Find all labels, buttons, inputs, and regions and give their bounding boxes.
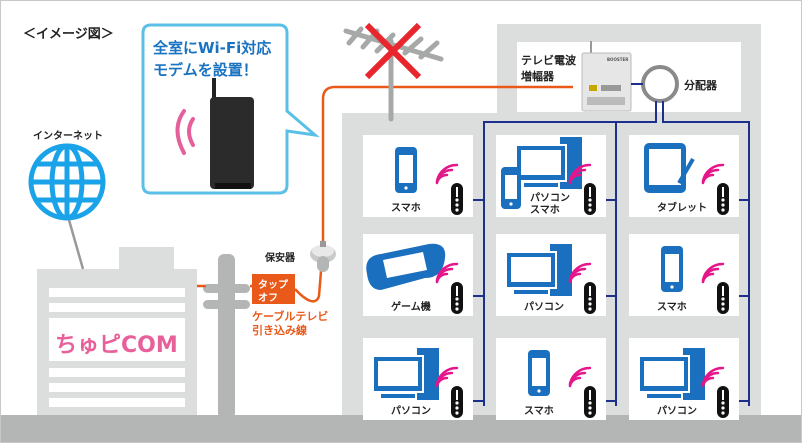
diagram-title: ＜イメージ図＞ bbox=[23, 27, 114, 42]
pc-icon bbox=[505, 244, 572, 296]
room-2-label: パソコン bbox=[530, 193, 570, 204]
provider-sign bbox=[49, 318, 185, 361]
antenna-icon bbox=[343, 26, 444, 122]
callout-line-2: モデムを設置！ bbox=[153, 61, 258, 79]
room-4 bbox=[363, 234, 473, 316]
room-2 bbox=[496, 135, 606, 217]
room-7-label: パソコン bbox=[391, 406, 431, 417]
modem-icon bbox=[210, 78, 254, 189]
amplifier-label-line-1: テレビ電波 bbox=[521, 54, 576, 67]
provider-building-top bbox=[119, 247, 174, 272]
splitter-label: 分配器 bbox=[684, 79, 717, 92]
tap-off-line-2: オフ bbox=[258, 293, 278, 304]
antenna-cross-icon bbox=[364, 22, 422, 80]
modem-wifi-icon bbox=[175, 109, 195, 155]
amplifier-device bbox=[581, 41, 632, 112]
cable-label-line-2: 引き込み線 bbox=[252, 324, 307, 337]
wifi-signal-icon bbox=[435, 262, 459, 284]
tablet-icon bbox=[644, 143, 695, 193]
room-5-label: パソコン bbox=[524, 302, 564, 313]
tap-off-box bbox=[252, 274, 295, 304]
room-8 bbox=[496, 338, 606, 420]
wifi-signal-icon bbox=[435, 163, 459, 185]
wall-socket-icon bbox=[451, 386, 463, 418]
callout-line-1: 全室にWi-Fi対応 bbox=[153, 39, 272, 57]
wifi-signal-icon bbox=[701, 366, 725, 388]
pc-icon bbox=[638, 348, 705, 400]
pc-icon bbox=[372, 348, 439, 400]
internet-globe-icon bbox=[28, 143, 106, 221]
room-9 bbox=[629, 338, 739, 420]
wall-socket-icon bbox=[451, 183, 463, 215]
wifi-signal-icon bbox=[568, 262, 592, 284]
protector-icon bbox=[310, 241, 336, 272]
wifi-signal-icon bbox=[701, 163, 725, 185]
pole-crossarm-1 bbox=[203, 284, 250, 293]
room-8-label: スマホ bbox=[524, 406, 554, 417]
room-3-label: タブレット bbox=[657, 203, 707, 214]
amplifier-device-text: BOOSTER bbox=[607, 57, 629, 62]
room-2-label: スマホ bbox=[530, 205, 560, 216]
room-5 bbox=[496, 234, 606, 316]
splitter-icon bbox=[641, 65, 679, 103]
room-6-label: スマホ bbox=[657, 302, 687, 313]
wifi-signal-icon bbox=[568, 163, 592, 185]
internet-label: インターネット bbox=[33, 131, 103, 142]
smartphone-icon bbox=[528, 350, 550, 396]
utility-pole bbox=[218, 254, 235, 419]
room-4-label: ゲーム機 bbox=[391, 302, 431, 313]
tap-off-line-1: タップ bbox=[258, 280, 288, 291]
internet-link-line bbox=[67, 219, 85, 270]
room-6 bbox=[629, 234, 739, 316]
amplifier-label-line-2: 増幅器 bbox=[521, 70, 554, 83]
wifi-signal-icon bbox=[568, 366, 592, 388]
room-9-label: パソコン bbox=[657, 406, 697, 417]
smartphone-icon bbox=[661, 246, 683, 292]
cable-label-line-1: ケーブルテレビ bbox=[252, 310, 329, 323]
wall-socket-icon bbox=[584, 282, 596, 314]
wall-socket-icon bbox=[451, 282, 463, 314]
game-console-icon bbox=[366, 243, 446, 290]
wall-socket-icon bbox=[717, 386, 729, 418]
pole-crossarm-2 bbox=[203, 300, 250, 309]
wall-socket-icon bbox=[717, 282, 729, 314]
room-3 bbox=[629, 135, 739, 217]
wall-socket-icon bbox=[717, 183, 729, 215]
wifi-signal-icon bbox=[701, 262, 725, 284]
room-7 bbox=[363, 338, 473, 420]
wall-socket-icon bbox=[584, 183, 596, 215]
room-1 bbox=[363, 135, 473, 217]
wall-socket-icon bbox=[584, 386, 596, 418]
smartphone-icon bbox=[395, 147, 417, 193]
provider-name: ちゅピCOM bbox=[55, 333, 178, 358]
room-1-label: スマホ bbox=[391, 203, 421, 214]
wifi-signal-icon bbox=[435, 366, 459, 388]
protector-label: 保安器 bbox=[265, 253, 295, 264]
